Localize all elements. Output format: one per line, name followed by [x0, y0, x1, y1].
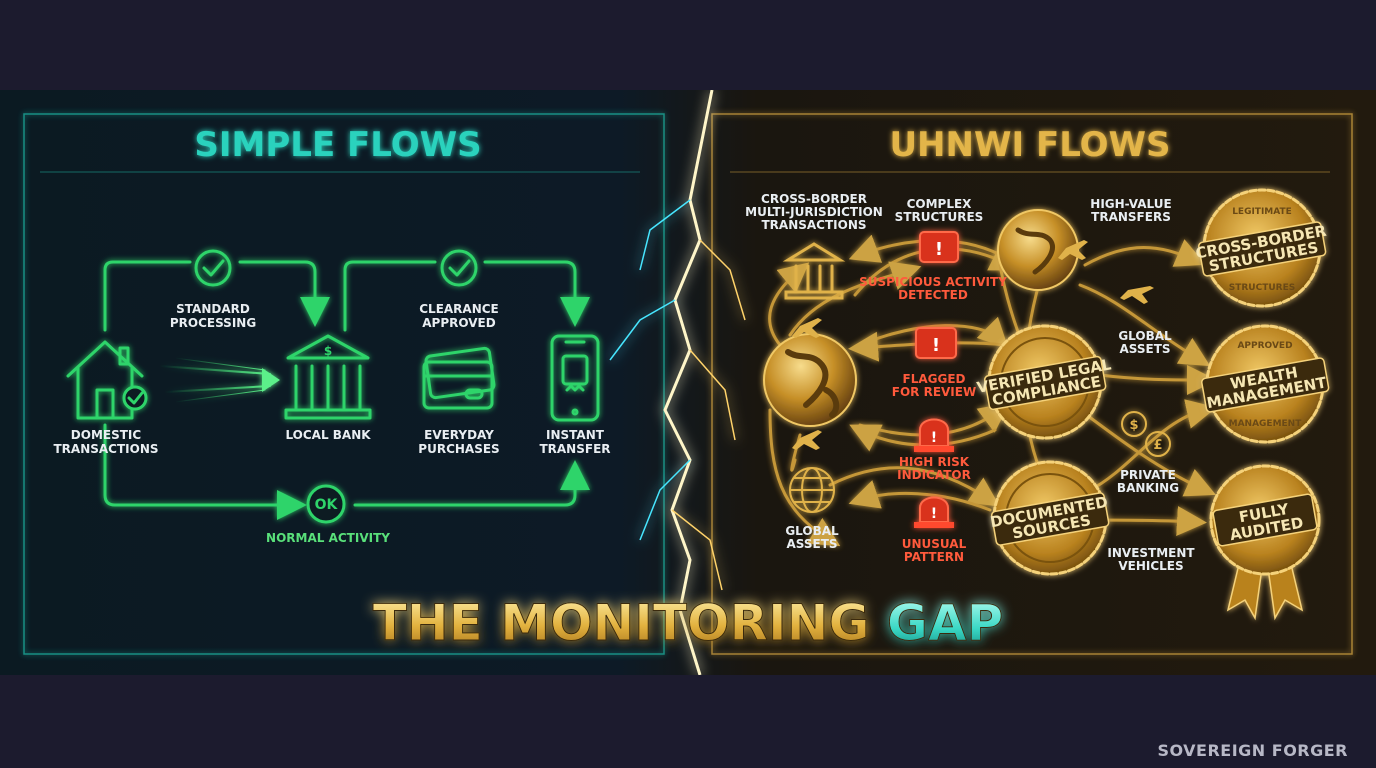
- unusual-label-1: UNUSUAL: [902, 537, 967, 551]
- purchases-label-2: PURCHASES: [418, 442, 499, 456]
- check-circle-icon: [440, 249, 478, 287]
- highrisk-label-2: INDICATOR: [897, 468, 971, 482]
- flagged-label-2: FOR REVIEW: [892, 385, 976, 399]
- wealth-seal-top: APPROVED: [1237, 341, 1292, 351]
- uhnwi-flows: CROSS-BORDER MULTI-JURISDICTION TRANSACT…: [745, 188, 1330, 621]
- monitoring-gap-diagram: SIMPLE FLOWS UHNWI FLOWS: [23, 90, 1353, 675]
- dollar-sign-icon: $: [324, 344, 332, 358]
- red-flag-icon: !: [919, 231, 959, 263]
- right-frame: [711, 113, 1353, 655]
- verified-compliance-seal: VERIFIED LEGAL COMPLIANCE: [975, 324, 1113, 440]
- headline-text: THE MONITORING GAP: [373, 594, 1004, 652]
- suspicious-label-1: SUSPICIOUS ACTIVITY: [859, 275, 1007, 289]
- normal-activity-label: NORMAL ACTIVITY: [266, 531, 390, 545]
- bank-icon: [284, 334, 372, 420]
- simple-flows: DOMESTIC TRANSACTIONS STANDARD PROCESSIN…: [53, 249, 611, 545]
- instant-label-2: TRANSFER: [539, 442, 610, 456]
- headline-part-2: GAP: [887, 594, 1003, 652]
- fully-audited-seal: FULLY AUDITED: [1209, 464, 1321, 621]
- bank-label: LOCAL BANK: [285, 428, 371, 442]
- infographic: SIMPLE FLOWS UHNWI FLOWS: [0, 90, 1376, 675]
- suspicious-label-2: DETECTED: [898, 288, 968, 302]
- crossborder-label-2: MULTI-JURISDICTION: [745, 205, 883, 219]
- airplane-icon: [792, 286, 1154, 450]
- highvalue-label-1: HIGH-VALUE: [1090, 197, 1171, 211]
- alarm-siren-icon: !: [914, 418, 954, 452]
- standard-label-2: PROCESSING: [170, 316, 256, 330]
- bank-icon: [782, 242, 846, 300]
- highvalue-label-2: TRANSFERS: [1091, 210, 1171, 224]
- unusual-label-2: PATTERN: [904, 550, 964, 564]
- private-label-1: PRIVATE: [1120, 468, 1176, 482]
- dollar-coin-icon: $: [1129, 418, 1138, 433]
- brand-watermark: SOVEREIGN FORGER: [1157, 741, 1348, 760]
- credit-card-icon: [422, 346, 496, 410]
- check-circle-icon: [194, 249, 232, 287]
- svg-text:!: !: [931, 506, 937, 522]
- private-label-2: BANKING: [1117, 481, 1179, 495]
- global2-label-1: GLOBAL: [785, 524, 839, 538]
- pound-coin-icon: £: [1153, 438, 1162, 453]
- cross-seal-bottom: STRUCTURES: [1229, 283, 1295, 293]
- cross-seal-top: LEGITIMATE: [1232, 207, 1292, 217]
- complex-label-2: STRUCTURES: [895, 210, 984, 224]
- investment-label-1: INVESTMENT: [1107, 546, 1195, 560]
- complex-label-1: COMPLEX: [907, 197, 973, 211]
- alarm-siren-icon: !: [914, 496, 954, 528]
- ok-text: OK: [315, 497, 339, 513]
- right-title: UHNWI FLOWS: [889, 125, 1170, 165]
- globe-wireframe-icon: [789, 467, 835, 513]
- red-flag-icon: !: [915, 327, 957, 359]
- wealth-management-seal: APPROVED WEALTH MANAGEMENT MANAGEMENT: [1201, 324, 1330, 444]
- airplane-icon: [1058, 240, 1088, 260]
- instant-label-1: INSTANT: [546, 428, 605, 442]
- headline: THE MONITORING GAP: [372, 594, 1004, 653]
- global1-label-2: ASSETS: [1119, 342, 1170, 356]
- purchases-label-1: EVERYDAY: [424, 428, 494, 442]
- lightning-divider: [609, 90, 746, 675]
- flagged-label-1: FLAGGED: [903, 372, 966, 386]
- crossborder-label-1: CROSS-BORDER: [761, 192, 867, 206]
- left-frame: [23, 113, 665, 655]
- svg-text:!: !: [931, 430, 937, 446]
- global1-label-1: GLOBAL: [1118, 329, 1172, 343]
- clearance-label-2: APPROVED: [422, 316, 495, 330]
- house-icon: [66, 340, 148, 420]
- currency-coins-icon: [1121, 411, 1171, 457]
- smartphone-icon: [550, 334, 600, 422]
- documented-sources-seal: DOCUMENTED SOURCES: [989, 460, 1110, 576]
- ok-badge: OK: [306, 484, 346, 524]
- left-title: SIMPLE FLOWS: [194, 125, 481, 165]
- domestic-label-1: DOMESTIC: [71, 428, 142, 442]
- headline-part-1: THE MONITORING: [373, 594, 887, 652]
- globe-icon: [763, 333, 857, 427]
- global2-label-2: ASSETS: [786, 537, 837, 551]
- wealth-seal-bottom: MANAGEMENT: [1229, 419, 1303, 429]
- svg-text:!: !: [935, 239, 943, 260]
- highrisk-label-1: HIGH RISK: [899, 455, 970, 469]
- domestic-label-2: TRANSACTIONS: [53, 442, 158, 456]
- svg-text:!: !: [932, 335, 940, 356]
- standard-label-1: STANDARD: [176, 302, 250, 316]
- crossborder-label-3: TRANSACTIONS: [761, 218, 866, 232]
- investment-label-2: VEHICLES: [1118, 559, 1183, 573]
- cross-border-structures-seal: LEGITIMATE CROSS-BORDER STRUCTURES STRUC…: [1194, 188, 1328, 308]
- clearance-label-1: CLEARANCE: [419, 302, 499, 316]
